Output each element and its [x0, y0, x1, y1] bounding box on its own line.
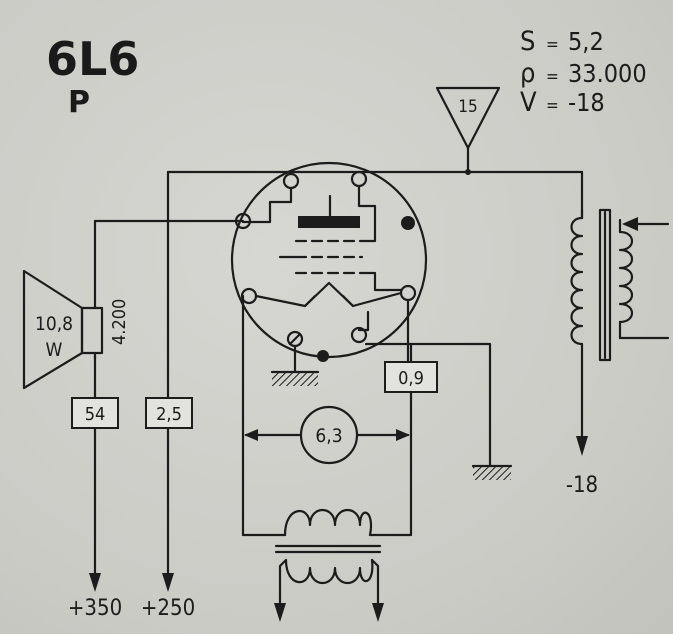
param-value-s: 5,2 [568, 27, 604, 56]
tube-type-label: 6L6 [46, 32, 139, 86]
param-value-rho: 33.000 [568, 59, 647, 88]
filament-voltage-label: 6,3 [315, 425, 342, 447]
current-box-screen: 2,5 [145, 397, 193, 429]
speaker-power-label: 10,8 [35, 313, 73, 335]
param-eq-s: = [546, 35, 559, 55]
param-eq-v: = [546, 96, 559, 116]
grid-bias-label: -18 [566, 473, 598, 498]
cathode-current-label: 0,9 [398, 368, 424, 389]
tube-envelope [230, 161, 428, 362]
screen-current-label: 2,5 [156, 404, 182, 425]
param-eq-rho: = [546, 67, 559, 87]
tube-ground [270, 344, 320, 386]
loudspeaker-symbol: 10,8 W 4.200 [22, 269, 130, 390]
tube-role-label: P [68, 85, 90, 120]
parameter-block: S = 5,2 ρ = 33.000 V = -18 [520, 26, 647, 118]
speaker-impedance-label: 4.200 [109, 299, 130, 345]
current-box-cathode: 0,9 [384, 361, 438, 393]
param-value-v: -18 [568, 88, 605, 117]
param-symbol-s: S [520, 26, 535, 57]
speaker-unit-label: W [46, 339, 63, 361]
anode-supply-label: +350 [68, 596, 122, 621]
param-symbol-rho: ρ [520, 58, 535, 89]
current-box-anode: 54 [71, 397, 119, 429]
filament-wires: 6,3 [241, 294, 413, 516]
filament-transformer [241, 509, 413, 622]
param-symbol-v: V [520, 87, 537, 118]
input-transformer: -18 [566, 208, 670, 498]
input-triangle-label: 15 [458, 97, 477, 117]
input-triangle: 15 [435, 86, 501, 174]
anode-current-label: 54 [85, 404, 106, 425]
screen-supply-label: +250 [141, 596, 195, 621]
anode-screen-wires [89, 170, 245, 592]
